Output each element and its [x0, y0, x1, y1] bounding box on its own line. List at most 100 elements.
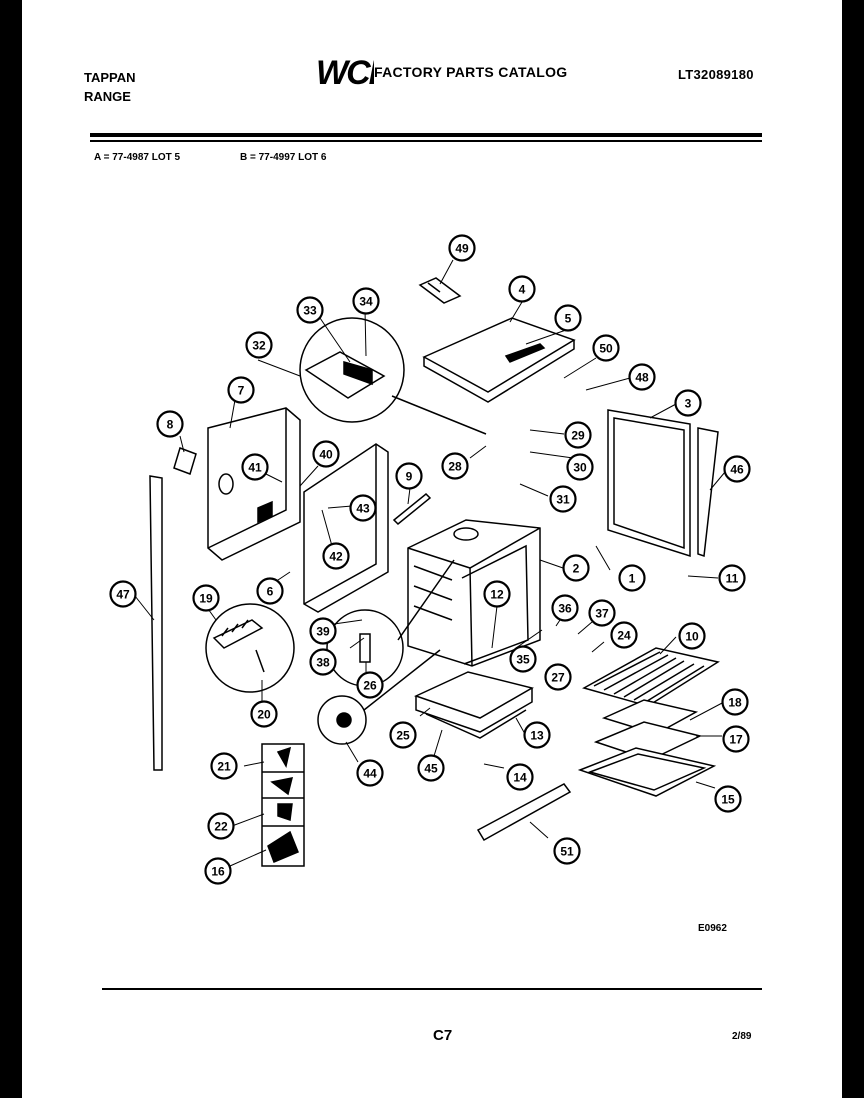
callout-circle — [349, 494, 377, 522]
callout-32: 32 — [245, 331, 273, 359]
callout-number: 9 — [406, 470, 413, 484]
callout-circle — [723, 455, 751, 483]
callout-8: 8 — [156, 410, 184, 438]
callout-1: 1 — [618, 564, 646, 592]
kick-panel-part — [476, 783, 572, 842]
callout-circle — [250, 700, 278, 728]
callout-circle — [714, 785, 742, 813]
page-date: 2/89 — [732, 1031, 752, 1042]
detail-circle-33-34 — [299, 317, 487, 435]
callout-number: 38 — [316, 656, 330, 670]
callout-circle — [309, 648, 337, 676]
callout-circle — [241, 453, 269, 481]
callout-number: 12 — [490, 588, 504, 602]
page-number: C7 — [433, 1027, 453, 1044]
callout-4: 4 — [508, 275, 536, 303]
callout-13: 13 — [523, 721, 551, 749]
callout-number: 46 — [730, 463, 744, 477]
callout-number: 36 — [558, 602, 572, 616]
callout-circle — [395, 462, 423, 490]
broiler-pan-part — [577, 699, 717, 797]
callout-circle — [553, 837, 581, 865]
callout-circle — [356, 671, 384, 699]
callout-number: 32 — [252, 339, 266, 353]
callout-26: 26 — [356, 671, 384, 699]
top-panel-part — [422, 317, 576, 403]
callout-circle — [322, 542, 350, 570]
callout-number: 3 — [685, 397, 692, 411]
callout-circle — [156, 410, 184, 438]
callout-number: 48 — [635, 371, 649, 385]
callout-circle — [312, 440, 340, 468]
callout-39: 39 — [309, 617, 337, 645]
callout-circle — [592, 334, 620, 362]
callout-circle — [523, 721, 551, 749]
left-trim-strip-part — [149, 475, 163, 771]
callout-circle — [509, 645, 537, 673]
callout-number: 43 — [356, 502, 370, 516]
callout-circle — [674, 389, 702, 417]
leader-lines — [134, 259, 726, 867]
callout-circle — [718, 564, 746, 592]
callout-2: 2 — [562, 554, 590, 582]
callout-circle — [549, 485, 577, 513]
callout-number: 13 — [530, 729, 544, 743]
callout-circle — [722, 725, 750, 753]
callout-circle — [564, 421, 592, 449]
callout-number: 44 — [363, 767, 377, 781]
callout-14: 14 — [506, 763, 534, 791]
callout-9: 9 — [395, 462, 423, 490]
callout-number: 6 — [267, 585, 274, 599]
callout-circle — [227, 376, 255, 404]
callout-number: 33 — [303, 304, 317, 318]
callout-circle — [204, 857, 232, 885]
callout-circle — [207, 812, 235, 840]
callout-43: 43 — [349, 494, 377, 522]
callout-number: 34 — [359, 295, 373, 309]
exploded-parts-diagram — [134, 259, 726, 867]
callout-circle — [309, 617, 337, 645]
callout-10: 10 — [678, 622, 706, 650]
bottom-tray-part — [413, 671, 534, 739]
lot-b-label: B = 77-4997 LOT 6 — [240, 152, 327, 163]
callout-20: 20 — [250, 700, 278, 728]
callout-number: 21 — [217, 760, 231, 774]
callout-circle — [441, 452, 469, 480]
callout-42: 42 — [322, 542, 350, 570]
callout-40: 40 — [312, 440, 340, 468]
callout-35: 35 — [509, 645, 537, 673]
callout-31: 31 — [549, 485, 577, 513]
brand-block: TAPPAN RANGE — [84, 68, 136, 106]
wci-logo: WCI — [316, 54, 374, 88]
callout-number: 41 — [248, 461, 262, 475]
callout-number: 22 — [214, 820, 228, 834]
callout-circle — [296, 296, 324, 324]
hinge-bracket-part — [418, 277, 462, 304]
callout-number: 14 — [513, 771, 527, 785]
header-rule — [90, 133, 762, 137]
callout-51: 51 — [553, 837, 581, 865]
callout-46: 46 — [723, 455, 751, 483]
callout-49: 49 — [448, 234, 476, 262]
callout-27: 27 — [544, 663, 572, 691]
callout-number: 49 — [455, 242, 469, 256]
callout-50: 50 — [592, 334, 620, 362]
callout-36: 36 — [551, 594, 579, 622]
callout-number: 18 — [728, 696, 742, 710]
callout-6: 6 — [256, 577, 284, 605]
callout-number: 45 — [424, 762, 438, 776]
callout-circle — [389, 721, 417, 749]
callout-21: 21 — [210, 752, 238, 780]
detail-circle-44 — [317, 649, 441, 745]
callout-circle — [551, 594, 579, 622]
callout-circle — [508, 275, 536, 303]
door-frame-part — [607, 409, 719, 558]
callout-19: 19 — [192, 584, 220, 612]
callout-number: 8 — [167, 418, 174, 432]
callout-12: 12 — [483, 580, 511, 608]
callout-circle — [352, 287, 380, 315]
callout-number: 31 — [556, 493, 570, 507]
callout-30: 30 — [566, 453, 594, 481]
callout-11: 11 — [718, 564, 746, 592]
callout-28: 28 — [441, 452, 469, 480]
